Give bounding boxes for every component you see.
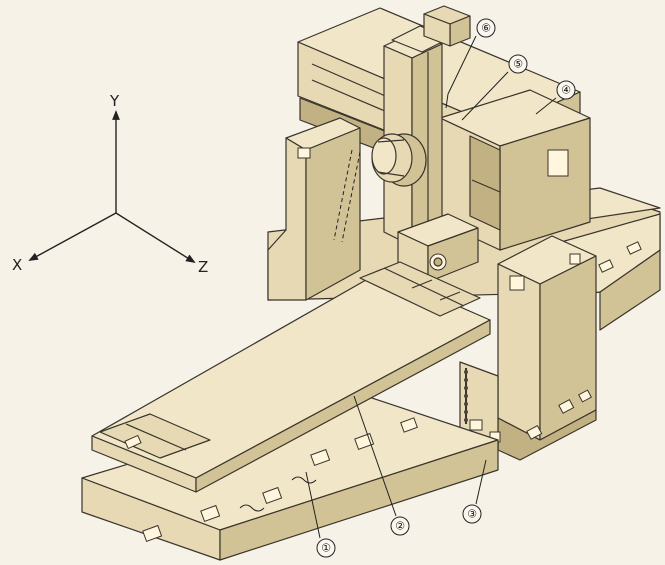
left-column xyxy=(267,117,361,301)
callout-3: ③ xyxy=(462,504,482,524)
x-axis-label: X xyxy=(12,256,22,274)
callout-2: ② xyxy=(390,516,410,536)
vertical-ram xyxy=(383,5,471,247)
right-column xyxy=(459,235,597,461)
leader-lines xyxy=(305,35,557,539)
work-table xyxy=(91,261,491,493)
svg-text:⑥: ⑥ xyxy=(481,22,491,35)
y-axis-label: Y xyxy=(109,92,120,110)
svg-text:②: ② xyxy=(395,520,405,533)
svg-text:③: ③ xyxy=(467,508,477,521)
z-axis-label: Z xyxy=(198,258,208,276)
callout-1: ① xyxy=(316,538,336,558)
z-axis-arrow xyxy=(115,212,196,264)
saddle xyxy=(439,89,591,251)
callout-6: ⑥ xyxy=(476,18,496,38)
callout-5: ⑤ xyxy=(508,54,528,74)
spindle-motor xyxy=(371,133,427,187)
callout-4: ④ xyxy=(556,80,576,100)
ball-screw xyxy=(464,368,468,424)
coordinate-axes: Y X Z xyxy=(12,92,208,276)
svg-text:⑤: ⑤ xyxy=(513,58,523,71)
svg-text:①: ① xyxy=(321,542,331,555)
callout-markers: ⑥ ⑤ ④ ① ② ③ xyxy=(316,18,576,558)
machine xyxy=(81,5,661,561)
x-axis-arrow xyxy=(28,212,117,261)
svg-text:④: ④ xyxy=(561,84,571,97)
